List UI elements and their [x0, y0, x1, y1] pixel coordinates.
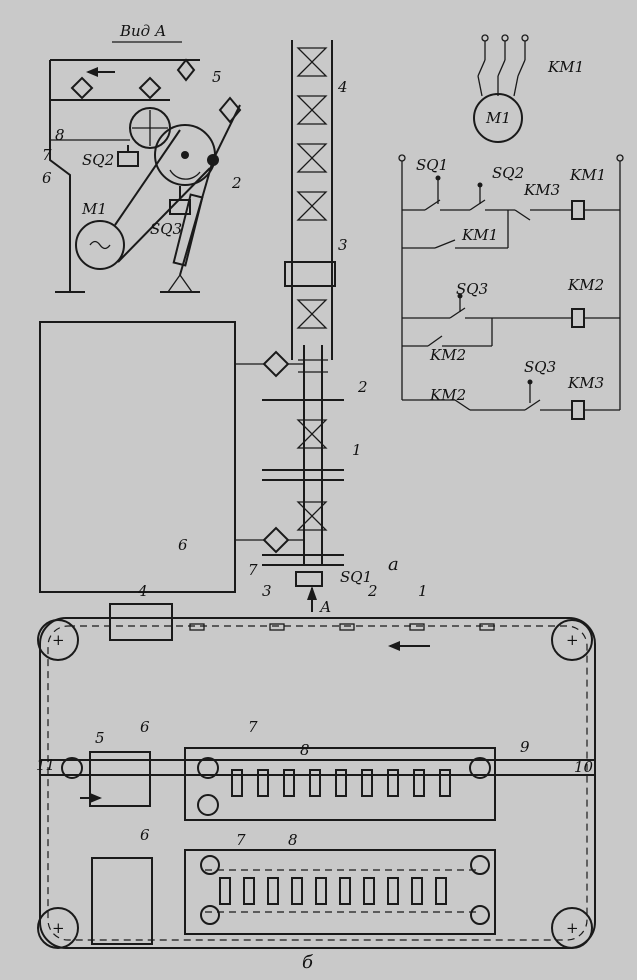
label-b11: 11 — [36, 756, 55, 774]
label-6: 6 — [42, 169, 52, 187]
label-6b: 6 — [178, 536, 188, 554]
label-b7: 7 — [248, 718, 258, 736]
label-sq2-circuit: SQ2 — [492, 164, 524, 182]
label-3: 3 — [338, 236, 348, 254]
slots-middle — [231, 769, 451, 797]
label-sq2: SQ2 — [82, 151, 114, 169]
label-b8: 8 — [300, 741, 310, 759]
label-km3-circuit: KM3 — [523, 181, 560, 199]
label-8: 8 — [55, 126, 65, 144]
label-2: 2 — [231, 174, 242, 192]
label-b9: 9 — [520, 738, 530, 756]
label-km2-contact: KM2 — [429, 346, 466, 364]
label-4: 4 — [337, 78, 348, 96]
svg-text:+: + — [52, 631, 65, 649]
label-km2-coil: KM2 — [567, 276, 604, 294]
conveyor-rollers — [296, 47, 328, 329]
label-b7b: 7 — [236, 831, 246, 849]
label-sq3-circuit: SQ3 — [456, 280, 488, 298]
label-sq1-circuit: SQ1 — [416, 156, 448, 174]
label-m1-circuit: M1 — [485, 109, 511, 127]
label-sq3: SQ3 — [150, 220, 182, 238]
arrow-label-a: А — [319, 598, 331, 616]
label-b2: 2 — [367, 582, 378, 600]
svg-text:+: + — [52, 919, 65, 937]
label-b1: 1 — [418, 582, 428, 600]
storage-box: 6 7 — [39, 321, 304, 593]
label-km1-coil: KM1 — [569, 166, 606, 184]
label-b8b: 8 — [288, 831, 298, 849]
label-km2-contact-b: KM2 — [429, 386, 466, 404]
loop-conveyor: + + + + 4 3 2 1 — [36, 582, 596, 973]
caption-a: а — [388, 554, 399, 575]
label-2b: 2 — [357, 378, 368, 396]
slots-lower — [219, 877, 447, 905]
label-km1-main: KM1 — [547, 58, 584, 76]
label-5: 5 — [212, 68, 222, 86]
label-b4: 4 — [137, 582, 148, 600]
label-b5: 5 — [95, 729, 105, 747]
label-b6: 6 — [140, 718, 150, 736]
label-1: 1 — [352, 441, 362, 459]
label-7: 7 — [42, 146, 52, 164]
caption-b: б — [302, 952, 314, 973]
vertical-conveyor: 4 3 2 1 SQ1 А а — [262, 40, 399, 616]
label-b10: 10 — [574, 758, 594, 776]
label-7b: 7 — [248, 561, 258, 579]
label-b3: 3 — [262, 582, 272, 600]
label-km1-contact: KM1 — [461, 226, 498, 244]
label-sq3-circuit-b: SQ3 — [524, 358, 556, 376]
conveyor-rollers-lower — [296, 419, 328, 531]
circuit-diagram: KM1 M1 SQ1 SQ2 KM3 KM1 KM1 — [398, 34, 624, 420]
svg-text:+: + — [566, 919, 579, 937]
label-m1: M1 — [81, 200, 107, 218]
svg-text:+: + — [566, 631, 579, 649]
label-km3-coil: KM3 — [567, 374, 604, 392]
label-sq1: SQ1 — [340, 568, 372, 586]
view-a-label: Вид А — [119, 22, 166, 40]
view-a-mechanism: Вид А — [42, 22, 242, 293]
label-b6b: 6 — [140, 826, 150, 844]
